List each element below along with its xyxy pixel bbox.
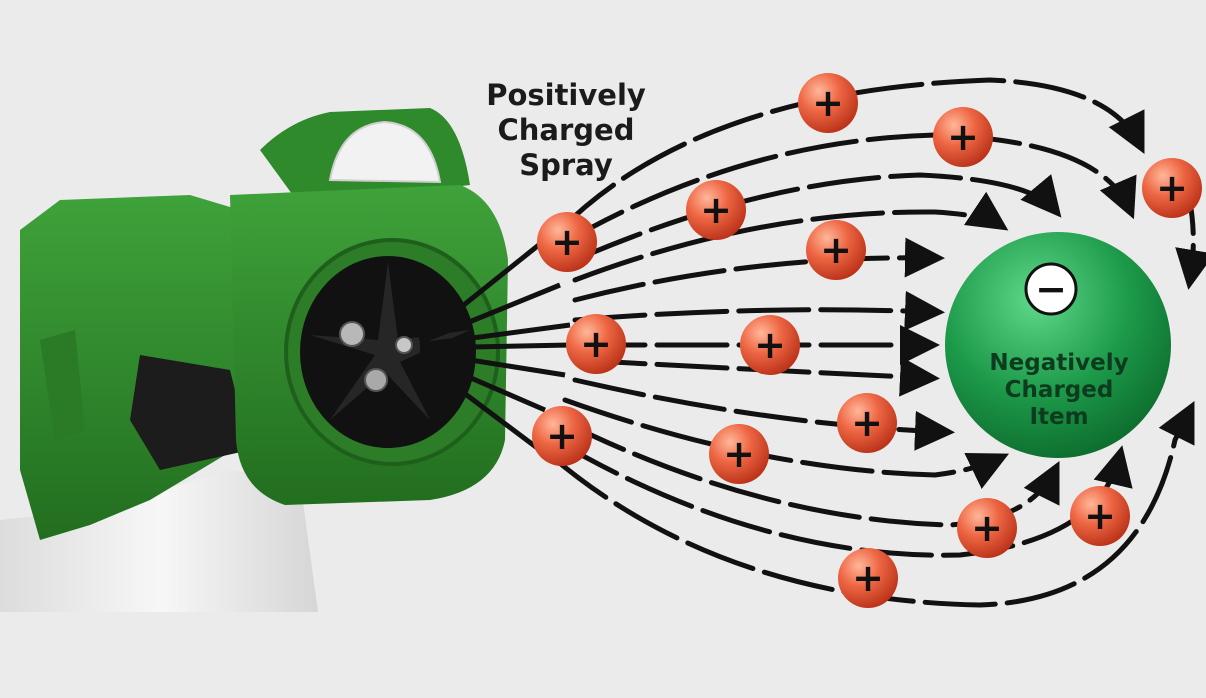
spray-lines (418, 238, 571, 452)
spray-line (418, 358, 542, 452)
plus-symbol: + (580, 322, 612, 366)
field-arrow (547, 401, 1195, 608)
spray-line (419, 282, 561, 345)
positive-particle-icon (798, 73, 858, 133)
positive-particle-icon (686, 180, 746, 240)
plus-symbol: + (851, 401, 883, 445)
field-arrow (572, 191, 1009, 283)
item-label-line: Negatively (989, 350, 1129, 376)
plus-symbol: + (1084, 494, 1116, 538)
field-arrow (557, 77, 1145, 233)
plus-symbol: + (820, 228, 852, 272)
item-label-line: Item (1029, 404, 1089, 430)
positive-particle-icon (837, 393, 897, 453)
sprayer-icon (0, 108, 508, 612)
spray-line (419, 353, 546, 413)
plus-symbol: + (723, 432, 755, 476)
spray-label: Positively Charged Spray (468, 78, 664, 183)
field-arrow (572, 377, 955, 451)
spray-line (419, 342, 571, 351)
field-arrow (572, 237, 945, 303)
negative-item-icon: − (945, 232, 1171, 458)
spray-label-line: Charged (497, 113, 635, 147)
spray-label-line: Positively (486, 78, 646, 112)
field-arrow (562, 397, 1010, 490)
item-label: Negatively Charged Item (956, 350, 1162, 431)
sprayer-trigger (40, 330, 85, 440)
field-arrow (572, 172, 1062, 263)
minus-symbol: − (1035, 267, 1067, 311)
negative-item-sphere (945, 232, 1171, 458)
plus-symbol: + (551, 220, 583, 264)
positive-particle-icon (1142, 158, 1202, 218)
positive-particles: + + + + + + + + + + + + + + (532, 73, 1202, 608)
plus-symbol: + (1156, 166, 1188, 210)
spray-line (419, 322, 571, 348)
plus-symbol: + (754, 323, 786, 367)
positive-particle-icon (806, 220, 866, 280)
sprayer-dial-icon (328, 120, 442, 184)
positive-particle-icon (1070, 486, 1130, 546)
sprayer-bottle (0, 470, 318, 612)
positive-particle-icon (933, 107, 993, 167)
spray-line (418, 238, 547, 342)
field-arrow (557, 417, 1060, 528)
positive-particle-icon (709, 424, 769, 484)
minus-badge-icon (1024, 262, 1078, 316)
positive-particle-icon (838, 548, 898, 608)
field-arrow (572, 290, 945, 331)
spray-line (419, 349, 566, 378)
plus-symbol: + (546, 414, 578, 458)
item-label-line: Charged (1004, 377, 1114, 403)
plus-symbol: + (971, 506, 1003, 550)
spray-label-line: Spray (519, 148, 613, 182)
positive-particle-icon (537, 212, 597, 272)
positive-particle-icon (957, 498, 1017, 558)
plus-symbol: + (852, 556, 884, 600)
nozzle-pin-icon (395, 336, 413, 354)
plus-symbol: + (812, 81, 844, 125)
nozzle-pin-icon (339, 321, 365, 347)
sprayer-grip (130, 355, 250, 470)
plus-symbol: + (700, 188, 732, 232)
plus-symbol: + (947, 115, 979, 159)
positive-particle-icon (566, 314, 626, 374)
positive-particle-icon (532, 406, 592, 466)
field-arrow (557, 132, 1137, 248)
positive-particle-icon (740, 315, 800, 375)
nozzle-pin-icon (364, 368, 388, 392)
nozzle-spokes (310, 262, 470, 420)
